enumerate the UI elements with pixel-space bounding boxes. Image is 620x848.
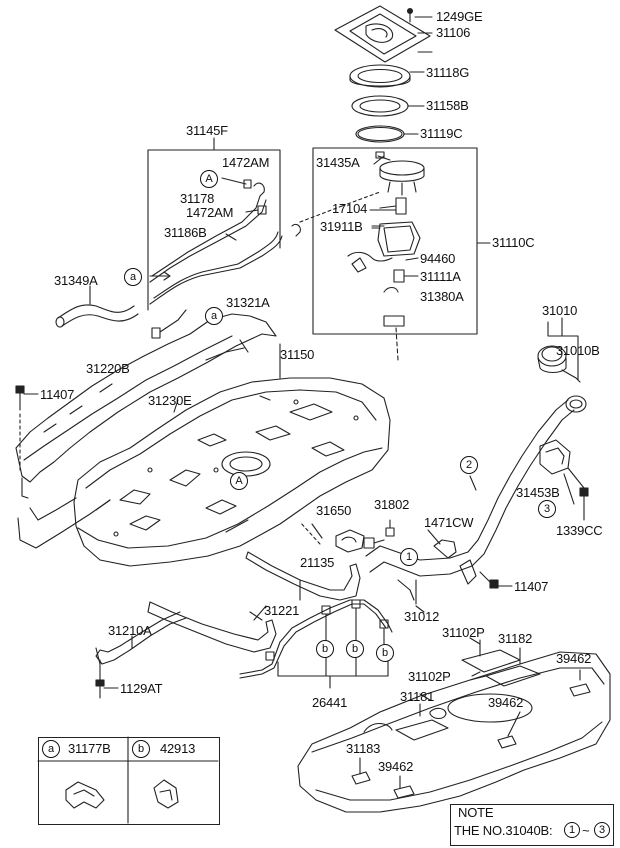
label-1129AT: 1129AT xyxy=(120,681,163,696)
label-31183: 31183 xyxy=(346,741,381,756)
label-11407-right: 11407 xyxy=(514,579,549,594)
note-box xyxy=(450,804,614,846)
gasket-plate-31106 xyxy=(334,5,433,63)
callout-3: 3 xyxy=(538,500,556,518)
heat-protector-31220B xyxy=(15,313,277,549)
label-31380A: 31380A xyxy=(420,289,464,304)
legend-a-code: 31177B xyxy=(68,741,111,756)
label-31181: 31181 xyxy=(400,689,435,704)
label-31158B: 31158B xyxy=(426,98,469,113)
legend-art xyxy=(37,736,219,824)
label-31210A: 31210A xyxy=(108,623,152,638)
label-31010B: 31010B xyxy=(556,343,600,358)
fuel-tank-31150 xyxy=(73,343,391,567)
note-range-start: 1 xyxy=(564,822,580,838)
ring-31118G xyxy=(349,64,425,88)
label-31435A: 31435A xyxy=(316,155,360,170)
leader-lines xyxy=(173,51,575,701)
label-31119C: 31119C xyxy=(420,126,463,141)
tube-26441 xyxy=(239,599,393,689)
note-title: NOTE xyxy=(458,805,494,820)
callout-b-3: b xyxy=(376,644,394,662)
legend-box xyxy=(38,737,220,825)
label-31230E: 31230E xyxy=(148,393,192,408)
label-94460: 94460 xyxy=(420,251,456,266)
label-1471CW: 1471CW xyxy=(424,515,474,530)
label-39462-middle: 39462 xyxy=(488,695,524,710)
label-1472AM-bottom: 1472AM xyxy=(186,205,234,220)
label-31150: 31150 xyxy=(280,347,315,362)
label-31118G: 31118G xyxy=(426,65,470,80)
callout-A-upper: A xyxy=(200,170,218,188)
label-11407-left: 11407 xyxy=(40,387,75,402)
label-39462-right: 39462 xyxy=(556,651,592,666)
fuel-cap-31010 xyxy=(537,317,581,383)
label-26441: 26441 xyxy=(312,695,348,710)
label-31106: 31106 xyxy=(436,25,471,40)
legend-b-code: 42913 xyxy=(160,741,196,756)
vent-valve xyxy=(299,519,395,553)
legend-b-marker: b xyxy=(132,740,150,758)
label-31220B: 31220B xyxy=(86,361,130,376)
callout-b-2: b xyxy=(346,640,364,658)
label-31110C: 31110C xyxy=(492,235,535,250)
label-17104: 17104 xyxy=(332,201,368,216)
label-1472AM-top: 1472AM xyxy=(222,155,270,170)
label-31453B: 31453B xyxy=(516,485,560,500)
label-31186B: 31186B xyxy=(164,225,207,240)
label-31349A: 31349A xyxy=(54,273,98,288)
label-31650: 31650 xyxy=(316,503,352,518)
label-31911B: 31911B xyxy=(320,219,363,234)
label-31321A: 31321A xyxy=(226,295,270,310)
callout-A-tank: A xyxy=(230,472,248,490)
label-31111A: 31111A xyxy=(420,269,461,284)
label-31145F: 31145F xyxy=(186,123,228,138)
hose-31349A xyxy=(55,271,171,328)
label-31182: 31182 xyxy=(498,631,533,646)
label-31802: 31802 xyxy=(374,497,410,512)
filler-neck-31012 xyxy=(365,395,589,605)
callout-1: 1 xyxy=(400,548,418,566)
pump-module-box xyxy=(312,147,491,361)
label-1339CC: 1339CC xyxy=(556,523,603,538)
label-31178: 31178 xyxy=(180,191,215,206)
note-range-sep: ~ xyxy=(582,823,590,838)
callout-2: 2 xyxy=(460,456,478,474)
note-range-end: 3 xyxy=(594,822,610,838)
bolt-11407-left xyxy=(15,385,39,471)
fuel-line-box xyxy=(147,137,381,311)
label-31102P-lower: 31102P xyxy=(408,669,451,684)
label-1249GE: 1249GE xyxy=(436,9,483,24)
fuel-tank-lower xyxy=(297,639,611,813)
label-31012: 31012 xyxy=(404,609,440,624)
oring-31119C xyxy=(355,125,419,143)
callout-a-clip: a xyxy=(205,307,223,325)
label-21135: 21135 xyxy=(300,555,335,570)
label-31221: 31221 xyxy=(264,603,300,618)
label-39462-lower: 39462 xyxy=(378,759,414,774)
legend-a-marker: a xyxy=(42,740,60,758)
straps xyxy=(95,551,361,699)
label-31010: 31010 xyxy=(542,303,578,318)
callout-a-hose: a xyxy=(124,268,142,286)
note-prefix: THE NO.31040B: xyxy=(454,823,553,838)
label-31102P-upper: 31102P xyxy=(442,625,485,640)
clip-lower xyxy=(151,309,187,339)
ring-31158B xyxy=(351,95,425,117)
callout-b-1: b xyxy=(316,640,334,658)
